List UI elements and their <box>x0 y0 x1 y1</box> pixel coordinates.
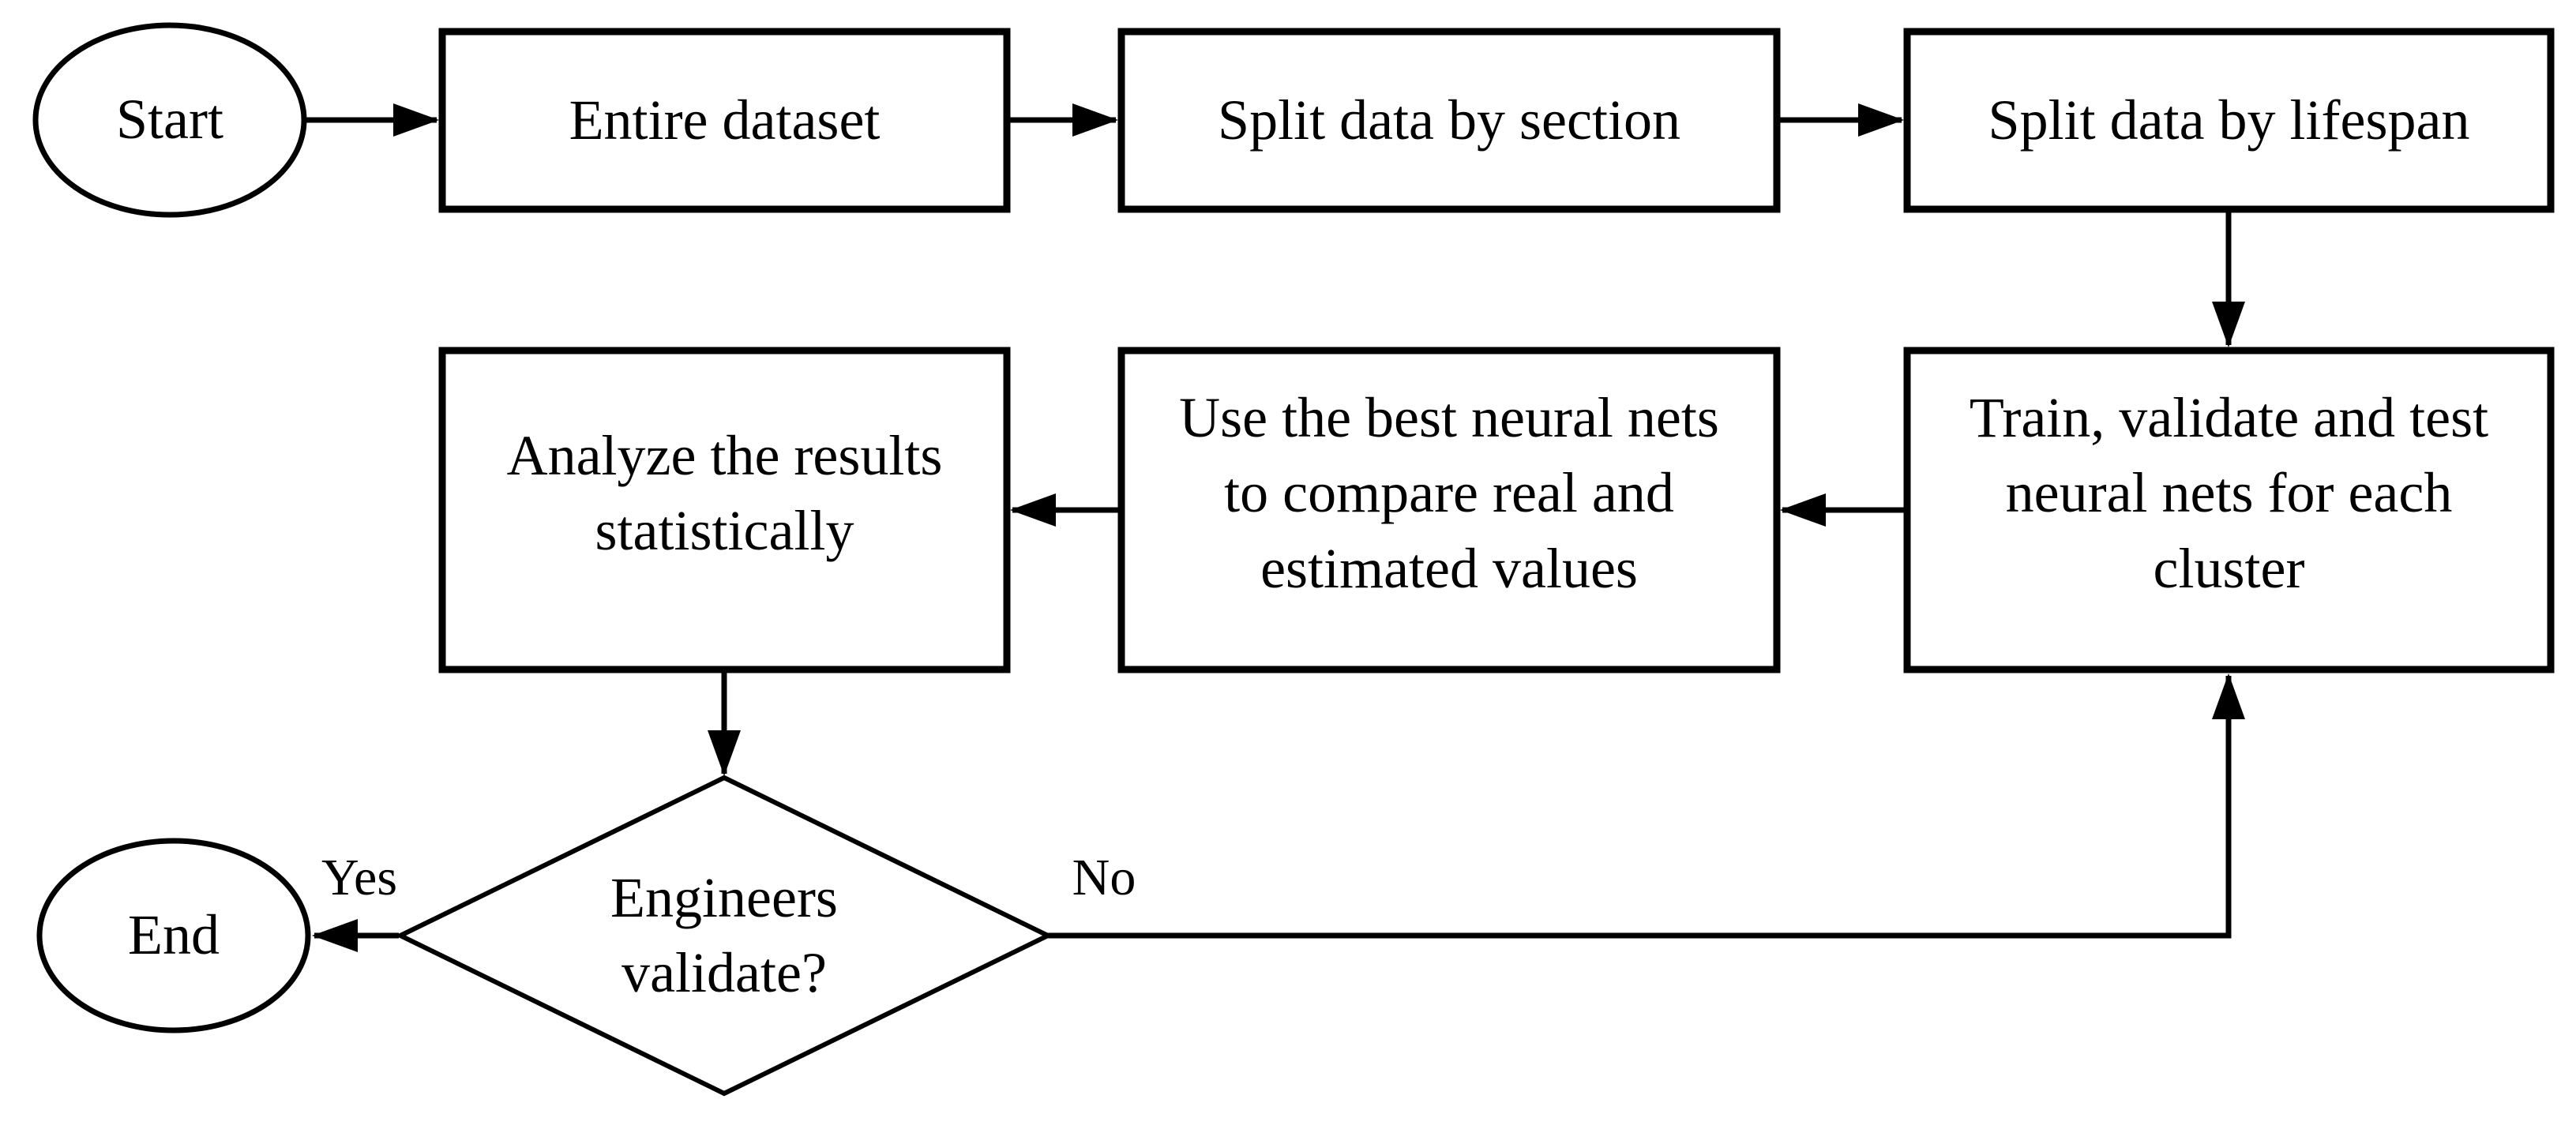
end-terminator-shape <box>36 838 311 1033</box>
entire-dataset-box-shape <box>438 28 1011 213</box>
use-best-nets-box-shape <box>1117 347 1781 673</box>
train-validate-test-box-shape <box>1903 347 2555 673</box>
engineers-validate-diamond-shape <box>395 775 1053 1097</box>
edge-engineers-validate-no-to-train <box>1046 673 2245 939</box>
start-terminator-shape <box>32 22 307 218</box>
split-section-box-shape <box>1117 28 1781 213</box>
split-lifespan-box-shape <box>1903 28 2555 213</box>
analyze-results-box-shape <box>438 347 1011 673</box>
